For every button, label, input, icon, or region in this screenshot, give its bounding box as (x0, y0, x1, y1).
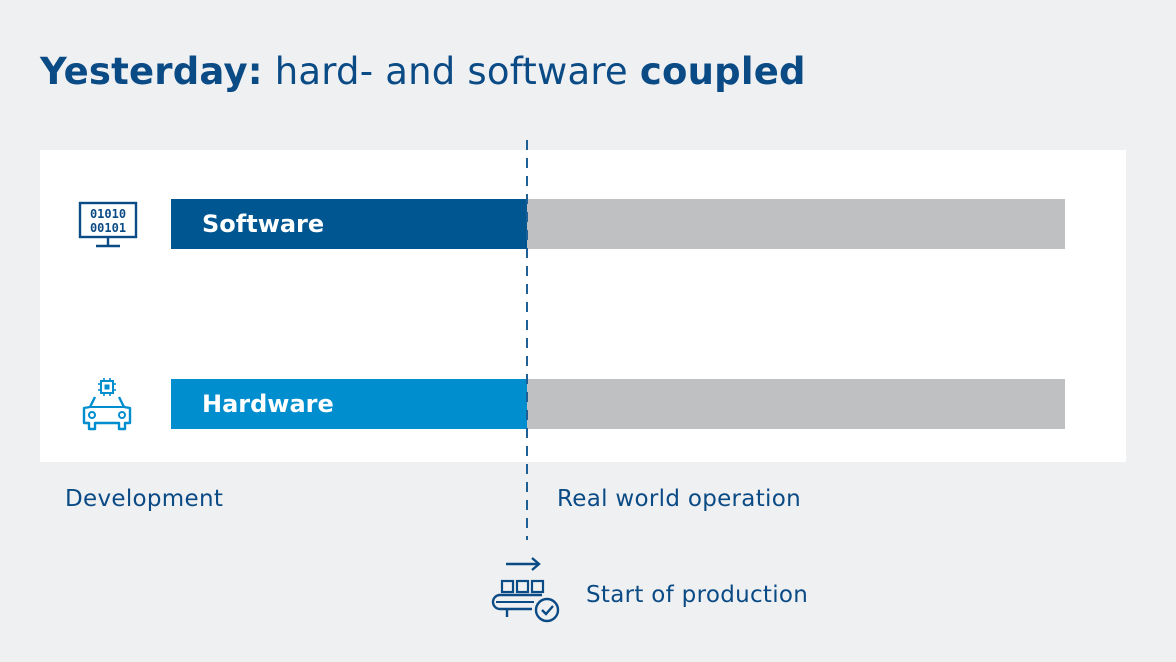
production-conveyor-icon (491, 557, 560, 623)
software-development-segment: Software (171, 199, 527, 249)
binary-monitor-icon: 01010 00101 (78, 201, 138, 248)
hardware-development-segment: Hardware (171, 379, 527, 429)
start-of-production-marker-line (526, 140, 528, 540)
page-title: Yesterday: hard- and software coupled (40, 50, 806, 93)
hardware-bar: Hardware (171, 379, 1065, 429)
title-suffix: coupled (639, 50, 806, 93)
svg-text:01010: 01010 (90, 207, 126, 221)
development-phase-label: Development (65, 486, 224, 512)
svg-text:00101: 00101 (90, 221, 126, 235)
car-chip-icon (82, 378, 132, 431)
software-bar: Software (171, 199, 1065, 249)
hardware-bar-label: Hardware (202, 390, 334, 418)
start-of-production-label: Start of production (586, 582, 809, 608)
software-bar-label: Software (202, 210, 325, 238)
operation-phase-label: Real world operation (557, 486, 801, 512)
title-prefix: Yesterday: (40, 50, 263, 93)
title-middle: hard- and software (262, 50, 640, 93)
